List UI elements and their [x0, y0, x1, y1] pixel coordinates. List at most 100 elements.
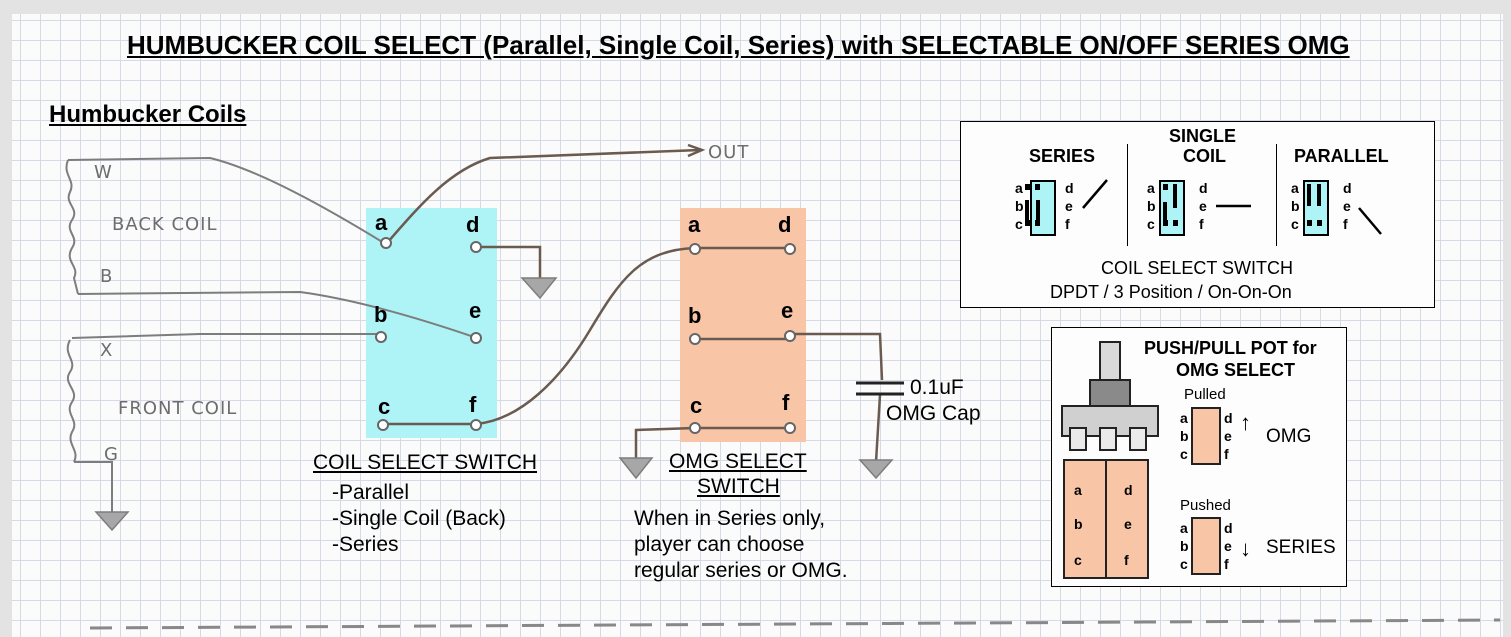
legend-divider-1 — [1127, 144, 1128, 246]
pulled-lug-d: d — [1224, 410, 1233, 426]
down-arrow-icon: ↓ — [1240, 536, 1251, 561]
coil-switch-mode-series: -Series — [332, 533, 399, 556]
legend-parallel-lug-f: f — [1343, 216, 1348, 232]
coil-switch-lug-d: d — [466, 212, 480, 237]
coil-label-w: W — [94, 162, 113, 183]
wire-b-to-coil-switch-e — [77, 290, 475, 338]
legend-parallel-switch — [1303, 180, 1329, 236]
section-label: Humbucker Coils — [49, 101, 247, 128]
pulled-label: Pulled — [1184, 386, 1226, 403]
pushed-lug-d: d — [1224, 520, 1233, 536]
front-coil-winding — [66, 339, 77, 463]
omg-lug-c-dot — [689, 422, 701, 434]
wire-coil-switch-d-to-ground — [476, 245, 542, 278]
legend-series-label: SERIES — [1029, 146, 1096, 166]
legend-single-lug-d: d — [1199, 180, 1208, 196]
coil-switch-mode-parallel: -Parallel — [332, 481, 410, 504]
coil-label-g: G — [104, 444, 119, 465]
out-label: OUT — [708, 142, 750, 163]
legend-series-lug-a: a — [1015, 180, 1023, 196]
coil-switch-caption: COIL SELECT SWITCH — [313, 451, 538, 474]
pot-bushing — [1089, 379, 1131, 407]
pulled-lug-a: a — [1180, 410, 1188, 426]
coil-switch-lug-b: b — [374, 302, 388, 327]
coil-switch-lug-f: f — [469, 392, 477, 417]
window-frame-right — [1503, 0, 1511, 637]
omg-switch-lug-a: a — [688, 212, 701, 237]
pot-lug-label-f: f — [1124, 552, 1129, 568]
coil-lug-b-dot — [375, 331, 387, 343]
coil-switch-mode-single: -Single Coil (Back) — [332, 507, 506, 530]
coil-lug-f-dot — [470, 419, 482, 431]
cap-value: 0.1uF — [910, 376, 964, 399]
legend-throw-symbols — [1025, 179, 1382, 235]
coil-lug-c-dot — [377, 419, 389, 431]
omg-switch-lug-b: b — [688, 303, 702, 328]
legend-single-label-1: SINGLE — [1169, 126, 1237, 146]
back-coil-winding — [65, 159, 79, 295]
pulled-mode-label: OMG — [1266, 426, 1312, 447]
legend-series-lug-d: d — [1065, 180, 1074, 196]
omg-lug-d-dot — [784, 243, 796, 255]
pushed-label: Pushed — [1180, 497, 1231, 514]
legend-series-lug-e: e — [1065, 198, 1073, 214]
legend-single-label-2: COIL — [1183, 146, 1226, 166]
wire-omg-e-to-cap — [790, 332, 884, 381]
pulled-lug-b: b — [1180, 428, 1189, 444]
pushed-lug-a: a — [1180, 520, 1188, 536]
legend-parallel-lug-e: e — [1343, 198, 1351, 214]
coil-select-legend-box: SERIES SINGLE COIL PARALLEL a b c d e f … — [960, 121, 1435, 308]
pot-shaft — [1099, 341, 1121, 383]
pot-lug-2 — [1099, 427, 1117, 451]
ground-symbol-front-coil — [94, 511, 130, 532]
window-frame-top — [0, 0, 1511, 14]
omg-lug-b-dot — [689, 333, 701, 345]
coil-switch-lug-c: c — [378, 394, 391, 419]
pot-lug-1 — [1069, 427, 1087, 451]
front-coil-label: FRONT COIL — [118, 398, 238, 419]
pushed-lug-b: b — [1180, 538, 1189, 554]
omg-switch-lug-e: e — [781, 298, 794, 323]
up-arrow-icon: ↑ — [1240, 410, 1251, 435]
omg-switch-lug-f: f — [782, 390, 790, 415]
legend-parallel-lug-c: c — [1291, 216, 1299, 232]
wire-x-to-coil-switch-b — [71, 333, 378, 339]
pulled-lug-f: f — [1224, 446, 1229, 462]
pot-drawing — [1061, 341, 1221, 579]
pulled-lug-c: c — [1180, 446, 1188, 462]
out-arrowhead — [687, 143, 706, 158]
legend-single-lug-b: b — [1147, 198, 1156, 214]
pushed-lug-f: f — [1224, 556, 1229, 572]
dashed-bottom-line — [89, 618, 1501, 630]
pushed-mode-label: SERIES — [1266, 537, 1336, 558]
omg-lug-a-dot — [689, 243, 701, 255]
coil-lug-d-dot — [470, 241, 482, 253]
pulled-lug-e: e — [1224, 428, 1232, 444]
omg-note-line-2: player can choose — [634, 533, 805, 556]
legend-series-lug-f: f — [1065, 216, 1070, 232]
legend-caption-1: COIL SELECT SWITCH — [1101, 258, 1294, 278]
omg-switch-caption-2: SWITCH — [697, 475, 780, 498]
omg-switch-lug-c: c — [690, 393, 703, 418]
ground-symbol-omg — [618, 457, 654, 480]
coil-label-x: X — [100, 340, 114, 361]
pot-lug-label-d: d — [1124, 482, 1133, 498]
diagram-title: HUMBUCKER COIL SELECT (Parallel, Single … — [127, 30, 1350, 60]
pulled-mini-switch — [1191, 407, 1221, 465]
pot-lug-label-c: c — [1074, 552, 1082, 568]
ground-symbol-back — [520, 277, 558, 300]
legend-parallel-lug-b: b — [1291, 198, 1300, 214]
pushpull-title-1: PUSH/PULL POT for — [1144, 338, 1317, 358]
pot-lug-label-a: a — [1074, 482, 1082, 498]
cap-name: OMG Cap — [886, 402, 981, 425]
pushpull-title-2: OMG SELECT — [1176, 360, 1296, 380]
wire-coil-switch-f-to-omg-a — [475, 246, 696, 426]
legend-parallel-lug-a: a — [1291, 180, 1299, 196]
legend-series-switch — [1021, 180, 1061, 236]
coil-switch-lug-e: e — [469, 298, 482, 323]
legend-series-lug-b: b — [1015, 198, 1024, 214]
coil-lug-a-dot — [380, 237, 392, 249]
pushed-mini-switch — [1191, 517, 1221, 575]
legend-divider-2 — [1276, 144, 1277, 246]
legend-parallel-throw — [1358, 207, 1382, 235]
